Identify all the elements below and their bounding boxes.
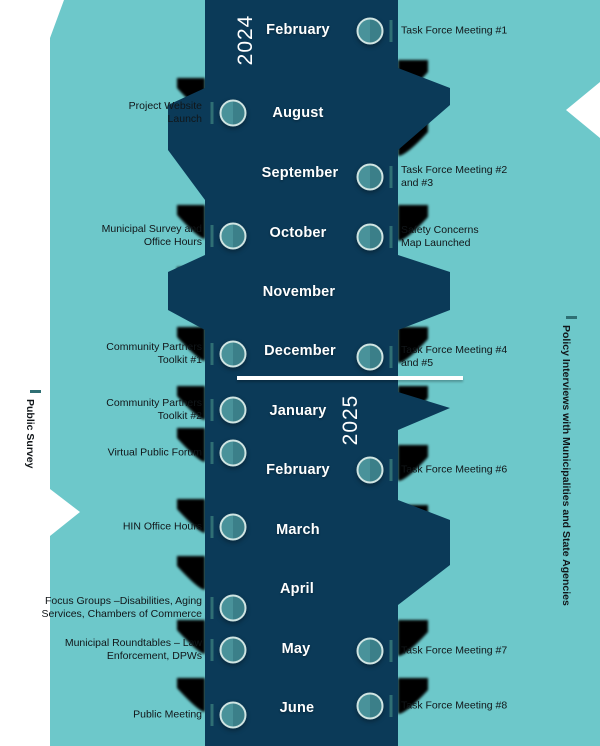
event-tick-left-7 (210, 639, 214, 661)
event-label-right-2: Safety Concerns Map Launched (401, 223, 479, 249)
event-marker-left-0[interactable] (219, 99, 247, 127)
event-label-right-5: Task Force Meeting #7 (401, 644, 508, 657)
event-tick-left-8 (210, 704, 214, 726)
side-label-policy-interviews: Policy Interviews with Municipalities an… (560, 325, 572, 606)
month-label-january-6: January (269, 403, 327, 419)
event-label-left-2: Community Partners Toolkit #1 (106, 340, 202, 366)
event-marker-left-3[interactable] (219, 396, 247, 424)
month-label-november-4: November (262, 284, 336, 300)
event-tick-left-3 (210, 399, 214, 421)
year-label-2025: 2025 (339, 394, 362, 446)
month-label-february-7: February (266, 462, 330, 478)
event-label-left-5: HIN Office Hours (122, 520, 202, 533)
event-label-left-7: Municipal Roundtables – Law Enforcement,… (64, 636, 202, 662)
event-label-right-0: Task Force Meeting #1 (401, 24, 508, 37)
event-label-left-8: Public Meeting (133, 708, 202, 721)
event-label-left-3: Community Partners Toolkit #2 (106, 396, 202, 422)
event-label-left-0: Project Website Launch (128, 99, 202, 125)
month-label-march-8: March (276, 522, 320, 538)
event-tick-left-2 (210, 343, 214, 365)
event-tick-right-4 (389, 459, 393, 481)
event-tick-left-1 (210, 225, 214, 247)
event-marker-left-6[interactable] (219, 594, 247, 622)
event-label-right-3: Task Force Meeting #4 and #5 (401, 343, 508, 369)
event-marker-left-7[interactable] (219, 636, 247, 664)
month-label-february-0: February (266, 22, 330, 38)
event-marker-left-8[interactable] (219, 701, 247, 729)
event-marker-right-3[interactable] (356, 343, 384, 371)
year-label-2024: 2024 (234, 14, 257, 66)
month-label-december-5: December (264, 343, 336, 359)
month-label-august-1: August (272, 105, 324, 121)
event-marker-left-4[interactable] (219, 439, 247, 467)
side-label-policy-interviews-tick (566, 316, 577, 319)
side-label-public-survey-tick (30, 390, 41, 393)
event-tick-right-3 (389, 346, 393, 368)
event-tick-right-2 (389, 226, 393, 248)
event-marker-right-1[interactable] (356, 163, 384, 191)
event-label-right-6: Task Force Meeting #8 (401, 699, 508, 712)
event-label-left-6: Focus Groups –Disabilities, Aging Servic… (41, 594, 202, 620)
month-label-september-2: September (261, 165, 339, 181)
event-tick-right-5 (389, 640, 393, 662)
event-label-left-1: Municipal Survey and Office Hours (101, 222, 202, 248)
month-label-june-11: June (279, 700, 315, 716)
month-label-april-9: April (279, 581, 315, 597)
event-tick-right-0 (389, 20, 393, 42)
event-marker-right-2[interactable] (356, 223, 384, 251)
event-tick-left-5 (210, 516, 214, 538)
event-label-right-4: Task Force Meeting #6 (401, 463, 508, 476)
event-marker-right-6[interactable] (356, 692, 384, 720)
side-label-public-survey: Public Survey (24, 399, 36, 469)
month-label-october-3: October (269, 225, 327, 241)
event-tick-left-4 (210, 442, 214, 464)
event-tick-left-0 (210, 102, 214, 124)
event-marker-right-0[interactable] (356, 17, 384, 45)
event-marker-left-5[interactable] (219, 513, 247, 541)
event-marker-right-4[interactable] (356, 456, 384, 484)
event-marker-left-1[interactable] (219, 222, 247, 250)
year-divider (237, 376, 463, 380)
event-label-left-4: Virtual Public Forum (107, 446, 202, 459)
event-tick-left-6 (210, 597, 214, 619)
event-label-right-1: Task Force Meeting #2 and #3 (401, 163, 508, 189)
event-tick-right-1 (389, 166, 393, 188)
event-marker-left-2[interactable] (219, 340, 247, 368)
month-label-may-10: May (281, 641, 311, 657)
event-tick-right-6 (389, 695, 393, 717)
event-marker-right-5[interactable] (356, 637, 384, 665)
